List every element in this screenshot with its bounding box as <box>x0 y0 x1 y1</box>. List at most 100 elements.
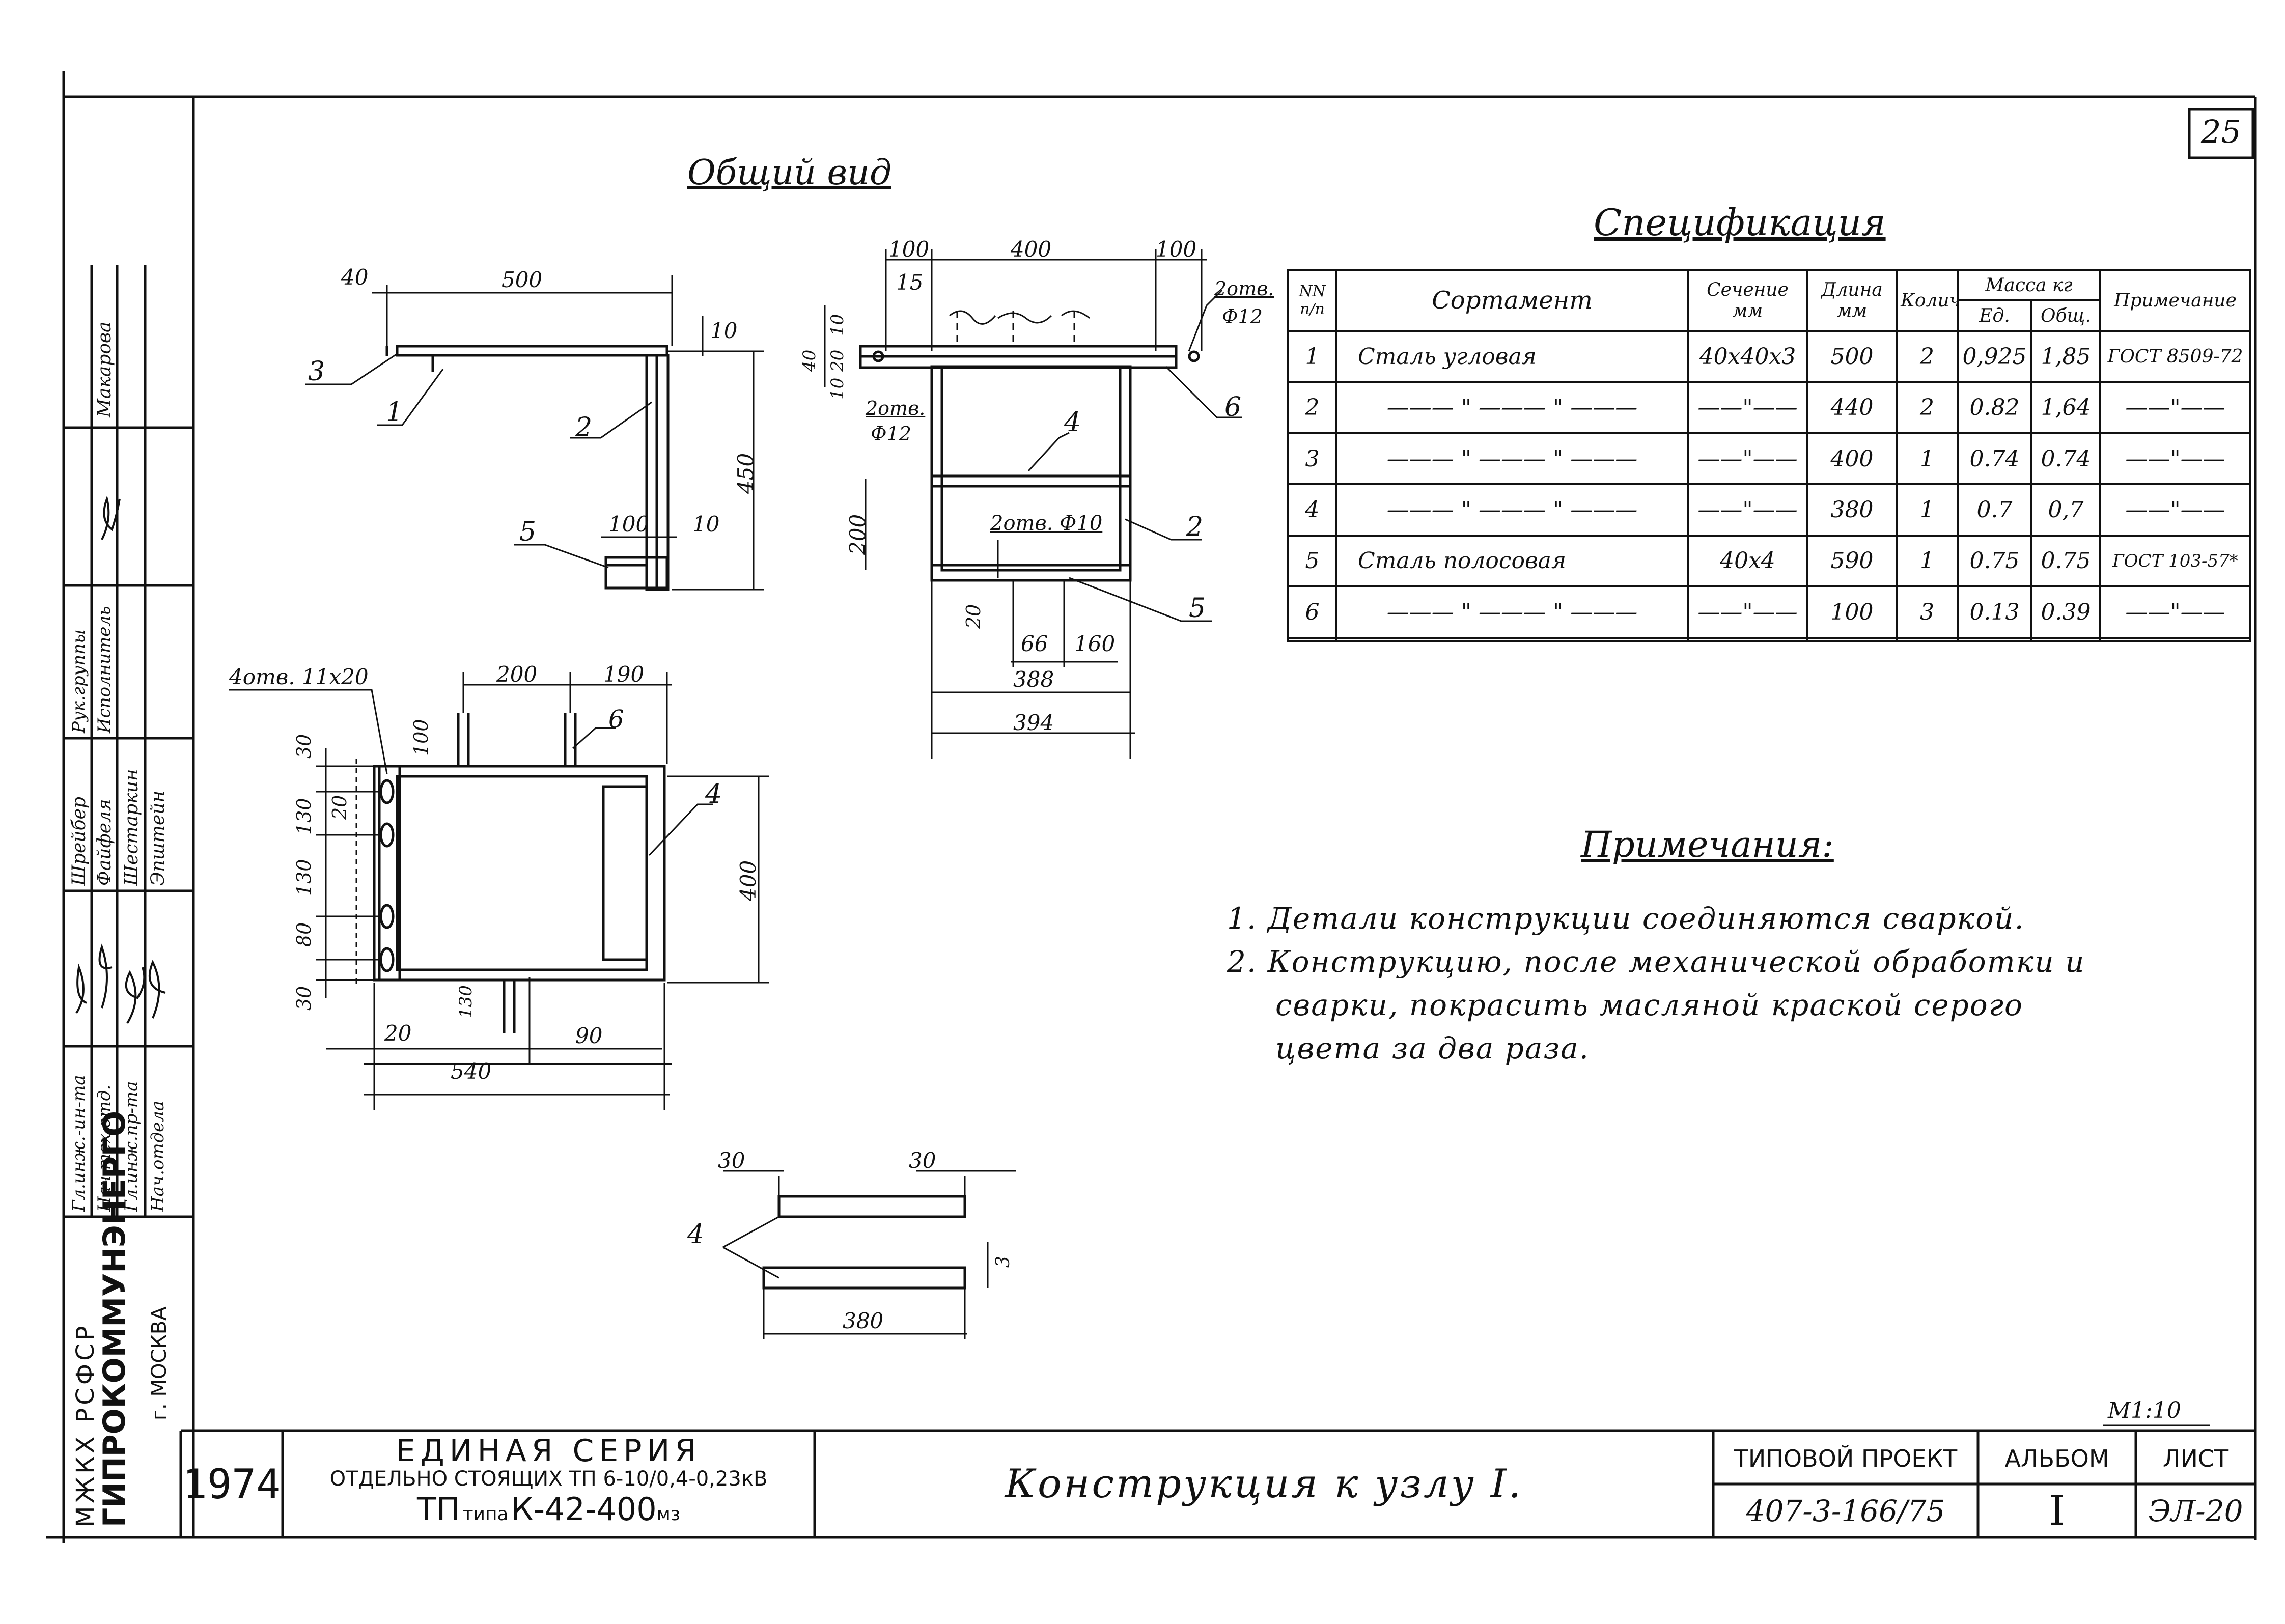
project-number: 407-3-166/75 <box>1713 1484 1978 1537</box>
dim-label: 130 <box>293 798 315 835</box>
album-label: АЛЬБОМ <box>1978 1433 2136 1484</box>
spec-cell-section: ——"—— <box>1687 483 1808 537</box>
spec-cell-length: 440 <box>1806 381 1898 434</box>
spec-row: 4 ——— " ——— " ——— ——"—— 380 1 0.7 0,7 ——… <box>1287 483 2251 537</box>
spec-header-note: Примечание <box>2099 269 2251 332</box>
dim-label: 30 <box>293 734 315 759</box>
spec-header-sortament: Сортамент <box>1335 269 1689 332</box>
dim-label: 10 <box>827 314 848 336</box>
series-subtitle: ОТДЕЛЬНО СТОЯЩИХ ТП 6-10/0,4-0,23кВ <box>329 1467 768 1491</box>
project-label: ТИПОВОЙ ПРОЕКТ <box>1713 1433 1978 1484</box>
stamp-role: Рук.группы <box>69 629 89 733</box>
spec-row: 5 Сталь полосовая 40х4 590 1 0.75 0.75 Г… <box>1287 534 2251 588</box>
spec-row: 3 ——— " ——— " ——— ——"—— 400 1 0.74 0.74 … <box>1287 432 2251 486</box>
spec-cell-unit: 0.82 <box>1957 381 2032 434</box>
dim-label: 10 <box>710 318 738 343</box>
spec-cell-section: ——"—— <box>1687 585 1808 639</box>
title-series: ЕДИНАЯ СЕРИЯ ОТДЕЛЬНО СТОЯЩИХ ТП 6-10/0,… <box>283 1433 815 1537</box>
dim-label: 130 <box>293 859 315 896</box>
note-line-4: цвета за два раза. <box>1275 1031 1590 1066</box>
dim-label: 2отв. Ф10 <box>990 512 1103 535</box>
part-label: 1 <box>386 397 403 428</box>
part-label: 4 <box>687 1219 705 1250</box>
spec-cell-note: ГОСТ 103-57* <box>2099 534 2251 588</box>
dim-label: 400 <box>1011 237 1052 262</box>
project-label-text: ТИПОВОЙ ПРОЕКТ <box>1734 1445 1958 1472</box>
spec-cell-name: ——— " ——— " ——— <box>1335 381 1689 434</box>
sheet-label: ЛИСТ <box>2136 1433 2255 1484</box>
spec-subheader-row: Ед. Общ. <box>1288 299 2250 332</box>
sheet-label-text: ЛИСТ <box>2162 1445 2229 1472</box>
spec-cell-num: 6 <box>1287 585 1337 639</box>
stamp-role: Гл.инж.пр-та <box>121 1081 142 1212</box>
specification-table: NN п/п Сортамент Сечение мм Длина мм Кол… <box>1287 269 2251 643</box>
page-number: 25 <box>2192 113 2250 150</box>
part-label: 5 <box>519 517 537 547</box>
dim-label: 4отв. 11х20 <box>229 664 369 689</box>
dim-label: 190 <box>603 662 645 687</box>
dim-label: 66 <box>1021 631 1048 656</box>
spec-cell-note: ——"—— <box>2099 585 2251 639</box>
stamp-role: Нач.отдела <box>148 1100 168 1212</box>
part-label: 6 <box>1224 392 1242 423</box>
spec-cell-unit: 0.13 <box>1957 585 2032 639</box>
scale-label: M1:10 <box>2108 1397 2181 1423</box>
dim-label: 100 <box>1156 237 1197 262</box>
general-view-title: Общий вид <box>687 153 891 193</box>
dim-label: 200 <box>496 662 538 687</box>
spec-cell-total: 0.75 <box>2030 534 2101 588</box>
dim-label: 40 <box>799 349 820 372</box>
specification-title: Спецификация <box>1594 201 1886 244</box>
series-type-suffix: мз <box>656 1503 680 1525</box>
part-label: 5 <box>1189 593 1206 624</box>
spec-header-row: NN п/п Сортамент Сечение мм Длина мм Кол… <box>1287 269 2251 332</box>
album-number-text: I <box>2049 1487 2065 1534</box>
spec-cell-unit: 0.7 <box>1957 483 2032 537</box>
spec-cell-num: 5 <box>1287 534 1337 588</box>
dim-label: 30 <box>293 986 315 1011</box>
part-label: 2 <box>1186 512 1204 542</box>
spec-cell-name: Сталь полосовая <box>1335 534 1689 588</box>
spec-cell-qty: 3 <box>1896 585 1959 639</box>
spec-cell-total: 0.74 <box>2030 432 2101 486</box>
dim-label: 30 <box>909 1148 936 1173</box>
spec-cell-qty: 2 <box>1896 329 1959 383</box>
spec-cell-name: Сталь угловая <box>1335 329 1689 383</box>
dim-label: 2отв. <box>1214 277 1274 300</box>
spec-cell-total: 0.39 <box>2030 585 2101 639</box>
spec-header-mass: Масса кг <box>1957 269 2101 301</box>
dim-label: 388 <box>1013 667 1054 692</box>
dim-label: 20 <box>827 349 848 372</box>
spec-cell-name: ——— " ——— " ——— <box>1335 585 1689 639</box>
dim-label: 500 <box>501 267 543 292</box>
spec-row: 6 ——— " ——— " ——— ——"—— 100 3 0.13 0.39 … <box>1287 585 2251 639</box>
sheet-number-text: ЭЛ-20 <box>2148 1493 2243 1528</box>
stamp-role: Нач.тех.отд. <box>94 1084 115 1212</box>
dim-label: 380 <box>843 1308 884 1333</box>
spec-cell-qty: 1 <box>1896 432 1959 486</box>
year-text: 1974 <box>182 1460 281 1508</box>
spec-header-length: Длина мм <box>1806 269 1898 332</box>
dim-label: 30 <box>718 1148 745 1173</box>
spec-cell-unit: 0,925 <box>1957 329 2032 383</box>
dim-label: 90 <box>575 1023 603 1048</box>
dim-label: 20 <box>962 604 985 629</box>
spec-cell-section: ——"—— <box>1687 381 1808 434</box>
series-type-prefix: ТП <box>417 1490 460 1528</box>
dim-label: 20 <box>384 1021 412 1046</box>
stamp-city: г. МОСКВА <box>148 1306 171 1420</box>
spec-cell-unit: 0.74 <box>1957 432 2032 486</box>
spec-header-num: NN п/п <box>1287 269 1337 332</box>
project-number-text: 407-3-166/75 <box>1746 1493 1945 1528</box>
series-type-code: К-42-400 <box>511 1490 657 1528</box>
spec-cell-num: 4 <box>1287 483 1337 537</box>
dim-label: 100 <box>410 719 432 756</box>
part-label: 3 <box>308 356 325 387</box>
stamp-name: Файфеля <box>94 799 115 886</box>
spec-cell-note: ——"—— <box>2099 432 2251 486</box>
spec-cell-length: 590 <box>1806 534 1898 588</box>
spec-cell-num: 3 <box>1287 432 1337 486</box>
spec-cell-num: 1 <box>1287 329 1337 383</box>
spec-cell-note: ГОСТ 8509-72 <box>2099 329 2251 383</box>
part-label: 4 <box>1064 407 1081 438</box>
